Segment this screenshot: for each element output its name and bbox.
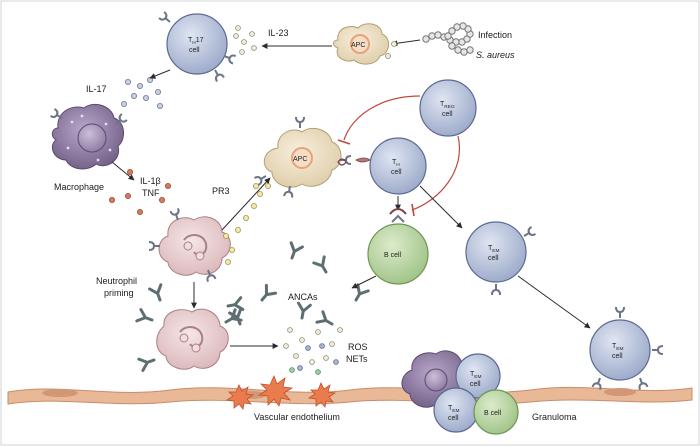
apc-middle-label: APC	[293, 156, 307, 163]
th-cell-label: cell	[391, 169, 402, 176]
neutrophil-activated	[135, 283, 243, 372]
treg-cell-label: cell	[442, 111, 453, 118]
th17-cell-label: cell	[189, 47, 200, 54]
vascular-endothelium-label: Vascular endothelium	[254, 412, 340, 422]
il17-dots-icon	[121, 77, 163, 110]
th17-cell: TH17 cell	[158, 10, 237, 83]
tem-granuloma-a-cell-label: cell	[470, 381, 481, 388]
tem-granuloma-b-sub-label: EM	[452, 408, 459, 414]
cytokine-dot-icon	[385, 41, 397, 59]
b-cell: B cell	[367, 208, 429, 285]
s-aureus-label: S. aureus	[476, 50, 515, 60]
ros-nets-dots-icon	[283, 327, 343, 375]
macrophage-label: Macrophage	[54, 182, 104, 192]
svg-text:TEM: TEM	[470, 371, 481, 380]
svg-text:TREG: TREG	[440, 101, 455, 110]
arrow-neutrophil-to-apc	[221, 177, 271, 231]
tem-cell-lower: TEM cell	[589, 306, 664, 391]
tem-granuloma-b-cell-label: cell	[448, 415, 459, 422]
pr3-label: PR3	[212, 186, 230, 196]
nets-label: NETs	[346, 354, 368, 364]
il1b-label: IL-1β	[140, 176, 161, 186]
il23-dots-icon	[233, 25, 257, 55]
granuloma-cluster: TEM cell TEM cell B cell	[401, 350, 519, 435]
tem-granuloma-b-t-label: T	[448, 405, 453, 412]
tnf-label: TNF	[142, 188, 160, 198]
apc-middle: APC	[253, 116, 352, 199]
arrow-th-to-tem	[419, 185, 463, 229]
apc-top-label: APC	[351, 42, 365, 49]
th17-sub-label: H	[192, 40, 196, 46]
endothelial-damage-icon	[225, 374, 337, 410]
infection-label: Infection	[478, 30, 512, 40]
neutrophil-priming-label-2: priming	[104, 288, 134, 298]
treg-sub-label: REG	[444, 104, 455, 110]
svg-text:TEM: TEM	[612, 343, 623, 352]
ros-label: ROS	[348, 342, 368, 352]
granuloma-label: Granuloma	[532, 412, 577, 422]
macrophage-cell	[49, 103, 128, 170]
treg-cell: TREG cell	[419, 79, 477, 137]
il23-label: IL-23	[268, 28, 289, 38]
tem-lower-sub-label: EM	[616, 346, 623, 352]
tem-granuloma-a-sub-label: EM	[474, 374, 481, 380]
treg-inhibit-apc	[343, 95, 421, 141]
il1b-tnf-dots-icon	[109, 168, 171, 215]
bacteria-chain-icon	[422, 22, 474, 56]
arrow-macrophage-to-cytokines	[111, 161, 135, 181]
th-sub-label: H	[396, 162, 400, 168]
granuloma-b-cell-label: B cell	[484, 410, 502, 417]
svg-text:TH17: TH17	[188, 37, 204, 46]
pr3-dots-icon	[222, 182, 271, 265]
tem-upper-cell-label: cell	[488, 255, 499, 262]
tem-upper-t-label: T	[488, 245, 493, 252]
arrow-bcell-to-ancas	[351, 275, 377, 289]
th-t-label: T	[392, 159, 397, 166]
th17-tail-label: 17	[196, 37, 204, 44]
apc-top: APC	[333, 23, 389, 65]
th17-t-label: T	[188, 37, 193, 44]
treg-inhibit-bcell	[411, 135, 460, 211]
neutrophil-priming-label-1: Neutrophil	[96, 276, 137, 286]
treg-t-label: T	[440, 101, 445, 108]
tem-cell-upper: TEM cell	[465, 221, 537, 296]
inhibit-bar-apc	[337, 139, 351, 145]
svg-text:TEM: TEM	[488, 245, 499, 254]
il17-label: IL-17	[86, 84, 107, 94]
tem-granuloma-a-t-label: T	[470, 371, 475, 378]
ancas-label: ANCAs	[288, 292, 318, 302]
svg-text:TH: TH	[392, 159, 400, 168]
th-cell: TH cell	[337, 137, 427, 195]
svg-text:TEM: TEM	[448, 405, 459, 414]
tem-lower-cell-label: cell	[612, 353, 623, 360]
arrow-th17-il17	[149, 69, 171, 79]
arrow-tem-migration	[517, 275, 591, 329]
neutrophil-primed	[148, 207, 231, 283]
tem-upper-sub-label: EM	[492, 248, 499, 254]
tem-lower-t-label: T	[612, 343, 617, 350]
inhibit-bar-bcell	[411, 203, 415, 217]
b-cell-label: B cell	[384, 252, 402, 259]
